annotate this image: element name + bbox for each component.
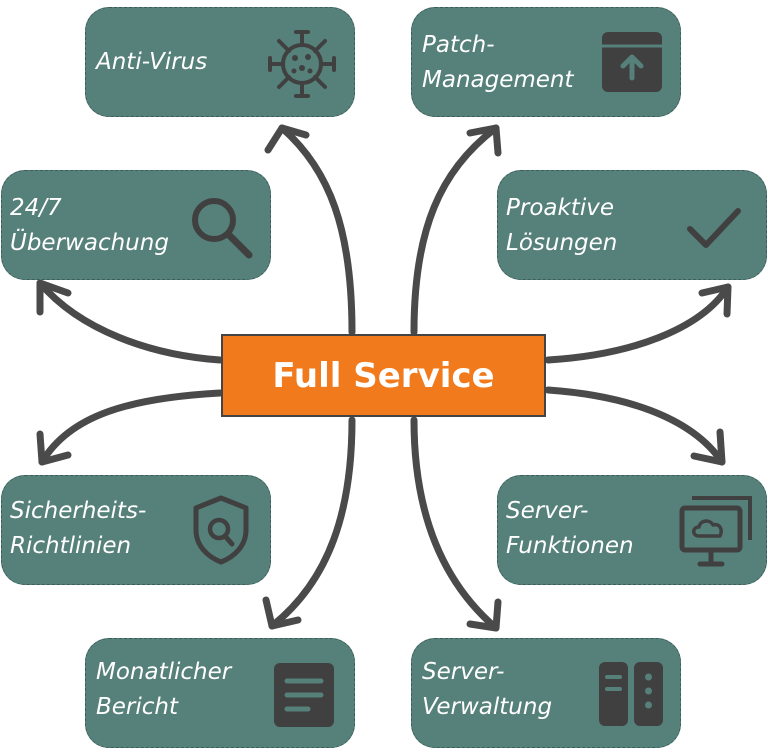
node-ueberwachung: 24/7 Überwachung bbox=[1, 170, 271, 280]
arrow-monatlicher bbox=[268, 416, 356, 630]
node-label-line: Proaktive bbox=[506, 195, 614, 221]
check-icon bbox=[687, 208, 741, 248]
arrowhead-server-funktionen bbox=[690, 428, 726, 466]
arrowhead-server-verwaltung bbox=[466, 598, 502, 632]
arrowhead-anti-virus bbox=[264, 124, 310, 154]
server-icon bbox=[599, 662, 663, 726]
arrowhead-sicherheits bbox=[36, 430, 72, 466]
node-server-funktionen: Server- Funktionen bbox=[497, 475, 767, 585]
node-anti-virus: Anti-Virus bbox=[85, 7, 355, 117]
node-monatlicher-bericht: Monatlicher Bericht bbox=[85, 638, 355, 748]
arrow-server-funktionen bbox=[544, 386, 726, 466]
node-label-line: Bericht bbox=[96, 694, 179, 720]
arrow-patch-management bbox=[410, 124, 500, 336]
node-label: 24/7 Überwachung bbox=[10, 191, 169, 261]
node-label-line: Sicherheits- bbox=[10, 498, 147, 524]
arrowhead-proaktive bbox=[698, 283, 732, 318]
node-label-line: Management bbox=[422, 67, 574, 93]
virus-icon bbox=[268, 30, 336, 98]
search-icon bbox=[192, 198, 253, 259]
node-label-line: Richtlinien bbox=[10, 533, 132, 559]
node-label-line: Verwaltung bbox=[422, 694, 553, 720]
cloud-monitor-icon bbox=[679, 496, 752, 567]
center-title: Full Service bbox=[272, 355, 495, 396]
node-label: Anti-Virus bbox=[96, 45, 207, 80]
document-icon bbox=[274, 663, 334, 727]
node-label-line: Anti-Virus bbox=[96, 49, 208, 75]
shield-search-icon bbox=[193, 495, 249, 565]
node-label: Server- Funktionen bbox=[506, 494, 634, 564]
arrow-server-verwaltung bbox=[410, 416, 500, 632]
node-label: Sicherheits- Richtlinien bbox=[10, 494, 146, 564]
arrowhead-ueberwachung bbox=[36, 279, 72, 316]
node-label: Server- Verwaltung bbox=[422, 655, 552, 725]
archive-upload-icon bbox=[602, 32, 662, 92]
node-label: Proaktive Lösungen bbox=[506, 191, 617, 261]
node-label-line: 24/7 bbox=[10, 195, 62, 221]
arrow-ueberwachung bbox=[36, 279, 224, 364]
arrow-anti-virus bbox=[278, 124, 356, 336]
node-label-line: Monatlicher bbox=[96, 659, 232, 685]
node-proaktive-loesungen: Proaktive Lösungen bbox=[497, 170, 767, 280]
node-server-verwaltung: Server- Verwaltung bbox=[411, 638, 681, 748]
node-label-line: Server- bbox=[422, 659, 505, 685]
node-label: Patch- Management bbox=[422, 28, 574, 98]
arrow-sicherheits bbox=[38, 389, 224, 466]
arrowhead-patch-management bbox=[466, 124, 502, 157]
node-patch-management: Patch- Management bbox=[411, 7, 681, 117]
arrowhead-monatlicher bbox=[262, 596, 302, 630]
node-label-line: Funktionen bbox=[506, 533, 634, 559]
node-label-line: Überwachung bbox=[10, 230, 169, 256]
center-full-service: Full Service bbox=[221, 334, 546, 417]
node-label-line: Patch- bbox=[422, 32, 495, 58]
node-sicherheits-richtlinien: Sicherheits- Richtlinien bbox=[1, 475, 271, 585]
node-label-line: Server- bbox=[506, 498, 589, 524]
arrow-proaktive bbox=[544, 283, 732, 364]
node-label-line: Lösungen bbox=[506, 230, 618, 256]
node-label: Monatlicher Bericht bbox=[96, 655, 231, 725]
